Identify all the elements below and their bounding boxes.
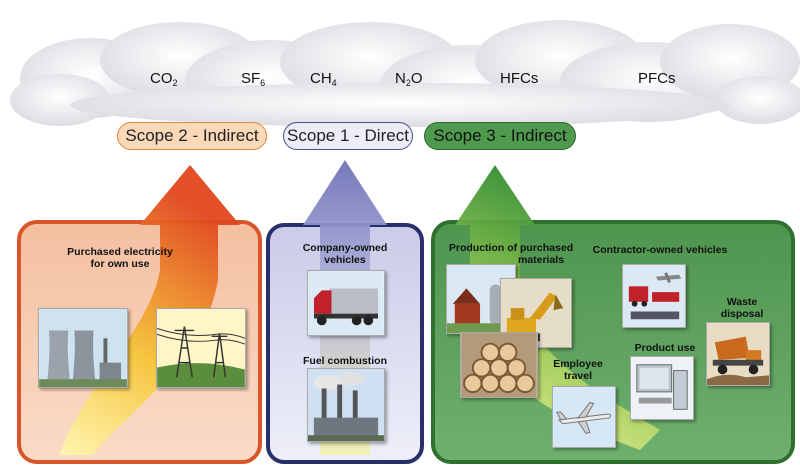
product-use-label: Product use (634, 342, 696, 354)
gas-ch4: CH4 (310, 70, 337, 88)
computer-image (630, 356, 694, 420)
cloud-band (10, 20, 800, 127)
dump-truck-image (706, 322, 770, 386)
scope2-label: Scope 2 - Indirect (117, 122, 267, 150)
fuel-combustion-label: Fuel combustion (303, 355, 387, 367)
gas-pfcs: PFCs (638, 70, 676, 87)
contractor-vehicles-label: Contractor-owned vehicles (592, 244, 728, 256)
gas-sf6: SF6 (241, 70, 266, 88)
truck-image (307, 270, 385, 336)
power-lines-image (156, 308, 246, 388)
airplane-image (552, 386, 616, 448)
gas-hfcs: HFCs (500, 70, 539, 87)
contractor-vehicles-image (622, 264, 686, 328)
scope1-label: Scope 1 - Direct (283, 122, 413, 150)
power-plant-image (38, 308, 128, 388)
gas-co2: CO2 (150, 70, 178, 88)
production-materials-label: Production of purchased materials (448, 242, 574, 266)
scope3-arrow (455, 165, 660, 450)
employee-travel-label: Employee travel (553, 358, 603, 382)
scope3-label: Scope 3 - Indirect (424, 122, 576, 150)
gas-n2o: N2O (395, 70, 423, 88)
factory-image (307, 368, 385, 442)
company-vehicles-label: Company-owned vehicles (302, 242, 388, 266)
waste-disposal-label: Waste disposal (720, 296, 764, 320)
purchased-electricity-label: Purchased electricity for own use (67, 246, 173, 270)
logs-image (460, 332, 538, 398)
